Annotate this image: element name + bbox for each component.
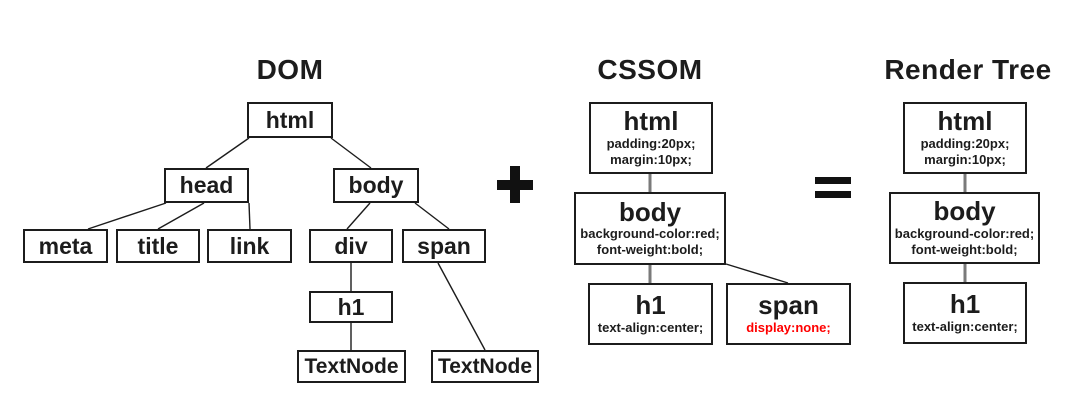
cssom-body-rule-fontweight: font-weight:bold; [596,242,704,258]
equals-bottom-bar [815,191,851,198]
edge-head-link [248,202,251,230]
dom-node-textnode-span: TextNode [431,350,539,383]
dom-node-span: span [402,229,486,263]
edge-html-head [205,137,250,169]
edge-cssom-body-span [725,263,789,284]
cssom-span-rule-displaynone: display:none; [746,319,831,335]
edge-span-textnode [437,262,486,351]
render-html-label: html [937,106,993,137]
dom-node-link: link [207,229,292,263]
equals-top-bar [815,177,851,184]
dom-node-div: div [309,229,393,263]
render-body-rule-background: background-color:red; [894,225,1035,241]
dom-node-h1: h1 [309,291,393,323]
cssom-html-rule-margin: margin:10px; [610,151,692,167]
render-html-rule-margin: margin:10px; [924,151,1006,167]
cssom-h1-label: h1 [635,290,666,321]
cssom-html-label: html [623,106,679,137]
equals-operator [815,177,851,198]
render-body-rule-fontweight: font-weight:bold; [911,241,1018,257]
render-node-h1: h1 text-align:center; [903,282,1027,344]
edge-html-body [330,137,372,169]
cssom-span-label: span [758,290,819,321]
edge-head-meta [87,202,167,230]
render-h1-label: h1 [949,289,981,320]
render-html-rule-padding: padding:20px; [920,135,1010,151]
dom-node-title: title [116,229,200,263]
dom-node-textnode-h1: TextNode [297,350,406,383]
render-h1-rule-textalign: text-align:center; [912,318,1018,334]
dom-node-body: body [333,168,419,203]
cssom-node-html: html padding:20px; margin:10px; [589,102,713,174]
edge-body-div [346,202,371,230]
plus-vertical-bar [510,166,520,203]
cssom-html-rule-padding: padding:20px; [606,135,696,151]
render-tree-title: Render Tree [884,54,1052,85]
cssom-node-span: span display:none; [726,283,851,345]
dom-title: DOM [256,54,324,85]
dom-node-html: html [247,102,333,138]
cssom-body-rule-background: background-color:red; [580,226,720,242]
cssom-node-h1: h1 text-align:center; [588,283,713,345]
edge-head-title [157,202,205,230]
dom-node-head: head [164,168,249,203]
plus-operator [497,166,533,203]
cssom-h1-rule-textalign: text-align:center; [597,319,704,335]
cssom-body-label: body [618,196,682,227]
render-node-body: body background-color:red; font-weight:b… [889,192,1040,264]
dom-node-meta: meta [23,229,108,263]
cssom-node-body: body background-color:red; font-weight:b… [574,192,726,265]
render-body-label: body [933,196,996,227]
cssom-title: CSSOM [597,54,703,85]
edge-body-span [414,202,450,230]
render-node-html: html padding:20px; margin:10px; [903,102,1027,174]
